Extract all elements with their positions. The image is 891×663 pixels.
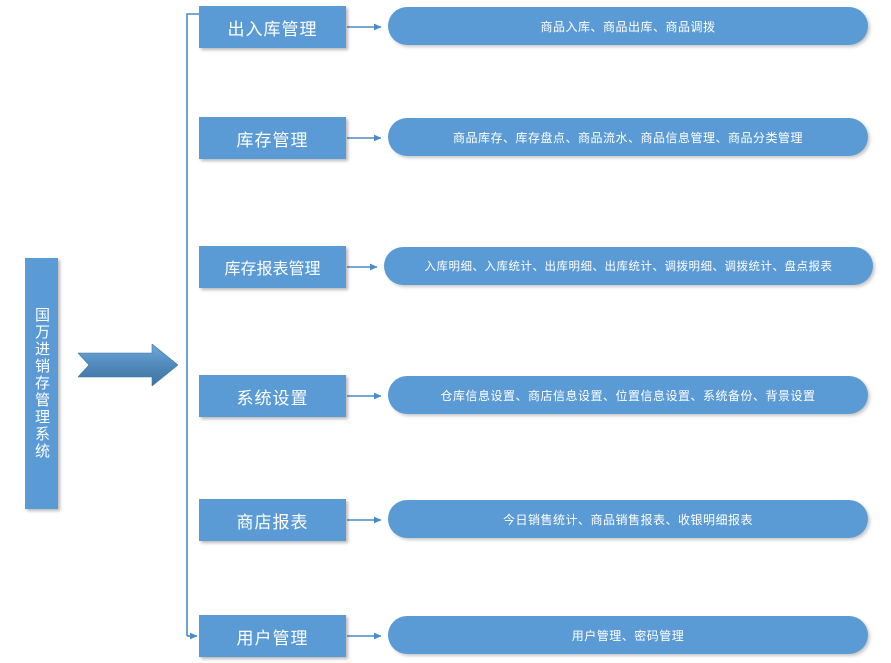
module-box-chukuguanli[interactable]: 出入库管理 <box>199 6 346 48</box>
module-detail-text: 商品库存、库存盘点、商品流水、商品信息管理、商品分类管理 <box>452 130 803 145</box>
module-detail-pill[interactable]: 今日销售统计、商品销售报表、收银明细报表 <box>388 500 868 538</box>
module-box-yonghuguanli[interactable]: 用户管理 <box>199 615 346 657</box>
module-detail-text: 入库明细、入库统计、出库明细、出库统计、调拨明细、调拨统计、盘点报表 <box>424 261 833 273</box>
main-flow-arrow-icon <box>77 343 179 387</box>
module-label: 出入库管理 <box>227 19 318 39</box>
module-detail-pill[interactable]: 用户管理、密码管理 <box>388 616 868 654</box>
module-label: 系统设置 <box>236 388 309 408</box>
module-detail-pill[interactable]: 商品入库、商品出库、商品调拨 <box>388 7 868 45</box>
module-box-shangdianbaobiao[interactable]: 商店报表 <box>199 499 346 541</box>
module-row: 库存报表管理 入库明细、入库统计、出库明细、出库统计、调拨明细、调拨统计、盘点报… <box>0 246 891 290</box>
module-row: 库存管理 商品库存、库存盘点、商品流水、商品信息管理、商品分类管理 <box>0 117 891 161</box>
system-title-text: 国万进销存管理系统 <box>33 307 50 460</box>
module-label: 库存管理 <box>236 130 309 150</box>
module-label: 商店报表 <box>236 512 309 532</box>
module-detail-text: 商品入库、商品出库、商品调拨 <box>540 19 716 34</box>
module-detail-text: 仓库信息设置、商店信息设置、位置信息设置、系统备份、背景设置 <box>440 388 816 403</box>
system-title-bar: 国万进销存管理系统 <box>25 258 58 509</box>
module-box-kucunguanli[interactable]: 库存管理 <box>199 117 346 159</box>
module-row: 商店报表 今日销售统计、商品销售报表、收银明细报表 <box>0 499 891 543</box>
module-row: 用户管理 用户管理、密码管理 <box>0 615 891 659</box>
module-box-kucunbaobiaoguanli[interactable]: 库存报表管理 <box>199 246 346 288</box>
module-box-xitongshezhi[interactable]: 系统设置 <box>199 375 346 417</box>
module-detail-text: 用户管理、密码管理 <box>571 628 685 643</box>
module-detail-pill[interactable]: 入库明细、入库统计、出库明细、出库统计、调拨明细、调拨统计、盘点报表 <box>384 247 873 285</box>
module-row: 出入库管理 商品入库、商品出库、商品调拨 <box>0 6 891 50</box>
module-detail-text: 今日销售统计、商品销售报表、收银明细报表 <box>502 512 753 527</box>
module-detail-pill[interactable]: 仓库信息设置、商店信息设置、位置信息设置、系统备份、背景设置 <box>388 376 868 414</box>
module-label: 库存报表管理 <box>224 261 321 278</box>
module-detail-pill[interactable]: 商品库存、库存盘点、商品流水、商品信息管理、商品分类管理 <box>388 118 868 156</box>
module-row: 系统设置 仓库信息设置、商店信息设置、位置信息设置、系统备份、背景设置 <box>0 375 891 419</box>
module-label: 用户管理 <box>236 628 309 648</box>
